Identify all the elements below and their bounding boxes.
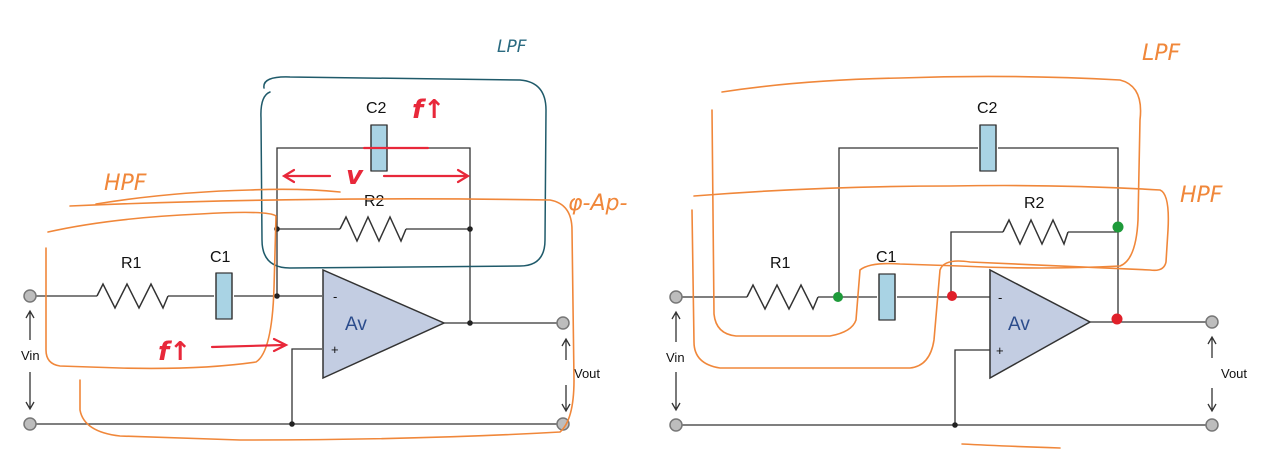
left-red-arrow-bottom bbox=[210, 337, 289, 353]
right-node-green-right bbox=[1112, 221, 1124, 233]
left-c2-label: C2 bbox=[366, 100, 387, 117]
right-r1-label: R1 bbox=[770, 255, 791, 272]
left-opamp-plus: + bbox=[331, 342, 339, 357]
right-opamp-label: Av bbox=[1008, 314, 1030, 335]
right-vin-arrow-up bbox=[671, 310, 681, 342]
left-vout-arrow-down bbox=[561, 385, 571, 413]
right-r2-label: R2 bbox=[1024, 195, 1045, 212]
right-c1-capacitor bbox=[878, 273, 896, 321]
right-vin-terminal-bottom bbox=[669, 418, 683, 432]
right-vin-label: Vin bbox=[666, 350, 685, 365]
left-feedback-right-wire bbox=[388, 147, 471, 323]
right-c2-capacitor bbox=[979, 124, 997, 172]
left-vout-arrow-up bbox=[561, 337, 571, 360]
left-opamp-minus: - bbox=[333, 289, 337, 304]
right-c2-label: C2 bbox=[977, 100, 998, 117]
right-hpf-label: HPF bbox=[1180, 183, 1223, 208]
left-junction-a bbox=[274, 293, 280, 299]
right-vout-label: Vout bbox=[1221, 366, 1247, 381]
left-red-arrow-left bbox=[281, 168, 332, 184]
left-junction-d bbox=[467, 320, 473, 326]
left-junction-e bbox=[289, 421, 295, 427]
right-circuit: - + Av R1 C1 C2 R2 Vin Vout bbox=[666, 100, 1247, 432]
left-hpf-label: HPF bbox=[104, 171, 147, 196]
left-vout-terminal-top bbox=[556, 316, 570, 330]
right-vout-terminal-bottom bbox=[1205, 418, 1219, 432]
right-hpf-box bbox=[691, 184, 1170, 369]
right-node-red-output bbox=[1111, 313, 1123, 325]
left-r2-resistor bbox=[339, 215, 407, 243]
left-lpf-label: LPF bbox=[497, 37, 527, 57]
left-lpf-box bbox=[260, 76, 547, 269]
right-opamp-plus: + bbox=[996, 343, 1004, 358]
right-node-red-minus bbox=[947, 291, 957, 301]
left-vin-terminal-top bbox=[23, 289, 37, 303]
left-opamp-label: Av bbox=[345, 314, 367, 335]
left-red-arrow-right bbox=[382, 168, 471, 184]
left-vin-terminal-bottom bbox=[23, 417, 37, 431]
left-c1-label: C1 bbox=[210, 249, 231, 266]
left-v-mark: v bbox=[346, 161, 364, 191]
left-vin-arrow-up bbox=[25, 309, 35, 340]
right-opamp bbox=[989, 268, 1092, 380]
right-vin-arrow-down bbox=[671, 372, 681, 412]
right-vin-terminal-top bbox=[669, 290, 683, 304]
right-annotations: LPF HPF bbox=[691, 41, 1223, 449]
right-r2-resistor bbox=[1002, 218, 1069, 247]
right-r1-resistor bbox=[746, 283, 819, 311]
right-opamp-minus: - bbox=[998, 290, 1002, 305]
left-opamp bbox=[322, 268, 446, 380]
right-vout-terminal-top bbox=[1205, 315, 1219, 329]
left-feedback-left-wire bbox=[276, 147, 369, 296]
right-vout-arrow-down bbox=[1207, 388, 1217, 413]
right-node-green-left bbox=[833, 292, 843, 302]
right-junction-ground bbox=[952, 422, 958, 428]
right-plus-wire bbox=[954, 349, 990, 425]
right-r2-left-wire bbox=[950, 231, 1003, 297]
left-hpf-underline bbox=[95, 188, 341, 205]
right-hpf-bottom-stroke bbox=[961, 443, 1061, 449]
right-lpf-label: LPF bbox=[1142, 41, 1181, 66]
left-hpf-box-outer bbox=[69, 198, 575, 441]
right-lpf-box bbox=[711, 75, 1142, 337]
left-circuit: - + Av R1 C1 C2 R2 Vin Vout bbox=[21, 100, 600, 431]
left-r1-resistor bbox=[96, 282, 169, 310]
right-c2-right-wire bbox=[998, 147, 1119, 322]
right-c1-label: C1 bbox=[876, 249, 897, 266]
right-c2-left-wire bbox=[838, 147, 978, 297]
left-annotations: LPF HPF φ-Ap- v f↑ f↑ bbox=[45, 37, 627, 441]
left-f-up-top: f↑ bbox=[412, 95, 445, 125]
left-r1-label: R1 bbox=[121, 255, 142, 272]
left-f-up-bottom: f↑ bbox=[158, 337, 191, 367]
left-junction-c bbox=[467, 226, 473, 232]
left-plus-wire bbox=[291, 348, 322, 424]
left-c1-capacitor bbox=[215, 272, 233, 320]
left-r2-label: R2 bbox=[364, 193, 385, 210]
right-vout-arrow-up bbox=[1207, 335, 1217, 358]
left-phase-label: φ-Ap- bbox=[568, 191, 627, 216]
left-vin-arrow-down bbox=[25, 372, 35, 411]
left-vin-label: Vin bbox=[21, 348, 40, 363]
left-vout-label: Vout bbox=[574, 366, 600, 381]
left-hpf-box-inner bbox=[45, 211, 277, 370]
